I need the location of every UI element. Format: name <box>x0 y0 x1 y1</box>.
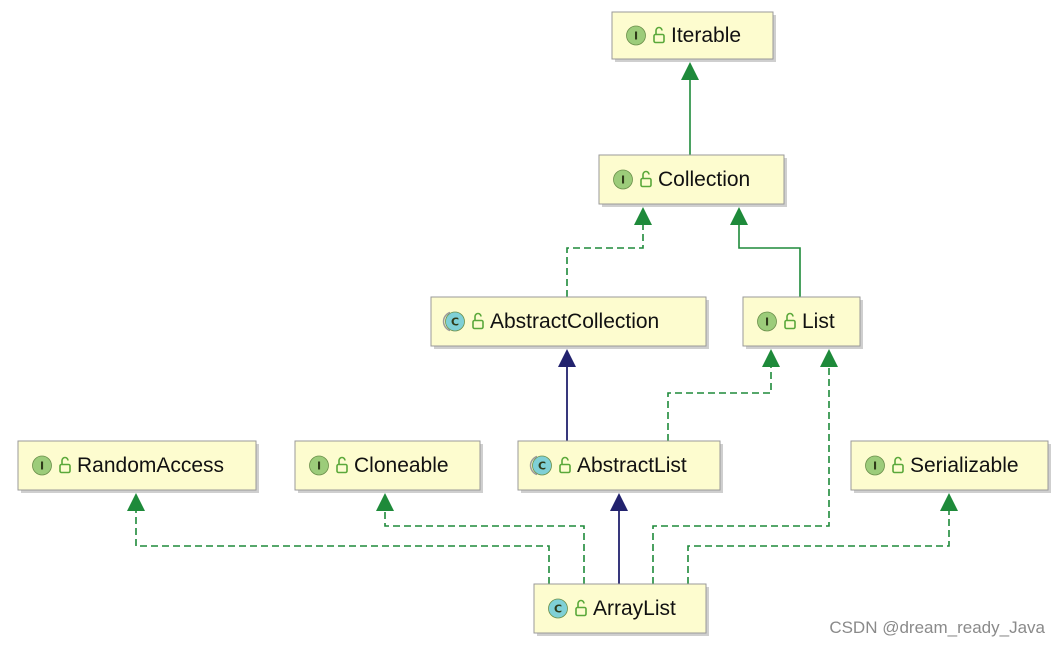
edges-layer <box>127 62 958 584</box>
unlock-icon <box>653 26 665 44</box>
interface-icon: I <box>626 25 646 46</box>
interface-icon: I <box>613 169 633 190</box>
unlock-icon <box>336 456 348 474</box>
node-badge-letter: I <box>634 30 638 43</box>
node-label: AbstractCollection <box>490 310 659 333</box>
unlock-icon <box>892 456 904 474</box>
arrowhead-icon <box>634 207 652 225</box>
node-label: Serializable <box>910 454 1019 477</box>
node-label: RandomAccess <box>77 454 224 477</box>
arrowhead-icon <box>762 349 780 367</box>
interface-icon: I <box>309 455 329 476</box>
node-badge-letter: C <box>451 316 459 329</box>
edge-line <box>566 223 644 297</box>
node-badge-letter: I <box>873 460 877 473</box>
edge-arraylist-randomaccess <box>127 493 550 584</box>
node-label: AbstractList <box>577 454 687 477</box>
node-iterable[interactable]: I Iterable <box>611 11 776 62</box>
interface-icon: I <box>757 311 777 332</box>
edge-arraylist-abstractlist <box>610 493 628 584</box>
node-badge-letter: I <box>765 316 769 329</box>
arrowhead-icon <box>730 207 748 225</box>
watermark: CSDN @dream_ready_Java <box>829 618 1045 637</box>
edge-line <box>135 509 550 584</box>
edge-list-collection <box>730 207 801 297</box>
node-collection[interactable]: I Collection <box>598 154 787 207</box>
node-badge-letter: I <box>621 174 625 187</box>
node-label: Cloneable <box>354 454 449 477</box>
edge-abstractcollection-collection <box>566 207 652 297</box>
node-label: List <box>802 310 835 333</box>
unlock-icon <box>559 456 571 474</box>
edge-line <box>687 509 950 584</box>
edge-line <box>667 365 772 441</box>
edge-arraylist-serializable <box>687 493 958 584</box>
edge-collection-iterable <box>681 62 699 155</box>
node-serializable[interactable]: I Serializable <box>850 440 1051 493</box>
node-abstractcollection[interactable]: C AbstractCollection <box>430 296 709 349</box>
node-badge-letter: I <box>40 460 44 473</box>
edge-line <box>738 223 801 297</box>
class-icon: C <box>548 598 568 619</box>
arrowhead-icon <box>376 493 394 511</box>
node-randomaccess[interactable]: I RandomAccess <box>17 440 259 493</box>
edge-abstractlist-abstractcollection <box>558 349 576 441</box>
arrowhead-icon <box>820 349 838 367</box>
arrowhead-icon <box>940 493 958 511</box>
edge-arraylist-cloneable <box>376 493 585 584</box>
class-icon: C <box>529 455 552 476</box>
arrowhead-icon <box>681 62 699 80</box>
unlock-icon <box>640 170 652 188</box>
node-label: ArrayList <box>593 597 676 620</box>
edge-line <box>652 365 830 584</box>
unlock-icon <box>472 312 484 330</box>
arrowhead-icon <box>127 493 145 511</box>
interface-icon: I <box>32 455 52 476</box>
arrowhead-icon <box>610 493 628 511</box>
interface-icon: I <box>865 455 885 476</box>
unlock-icon <box>575 599 587 617</box>
node-arraylist[interactable]: C ArrayList <box>533 583 709 636</box>
node-label: Iterable <box>671 24 741 47</box>
node-list[interactable]: I List <box>742 296 863 349</box>
edge-line <box>384 509 585 584</box>
arrowhead-icon <box>558 349 576 367</box>
node-label: Collection <box>658 168 750 191</box>
node-box <box>430 296 707 347</box>
edge-arraylist-list <box>652 349 838 584</box>
node-box <box>17 440 257 491</box>
unlock-icon <box>784 312 796 330</box>
unlock-icon <box>59 456 71 474</box>
node-badge-letter: C <box>538 460 546 473</box>
node-cloneable[interactable]: I Cloneable <box>294 440 483 493</box>
node-badge-letter: I <box>317 460 321 473</box>
node-badge-letter: C <box>554 603 562 616</box>
node-abstractlist[interactable]: C AbstractList <box>517 440 723 493</box>
class-icon: C <box>442 311 465 332</box>
edge-abstractlist-list <box>667 349 780 441</box>
